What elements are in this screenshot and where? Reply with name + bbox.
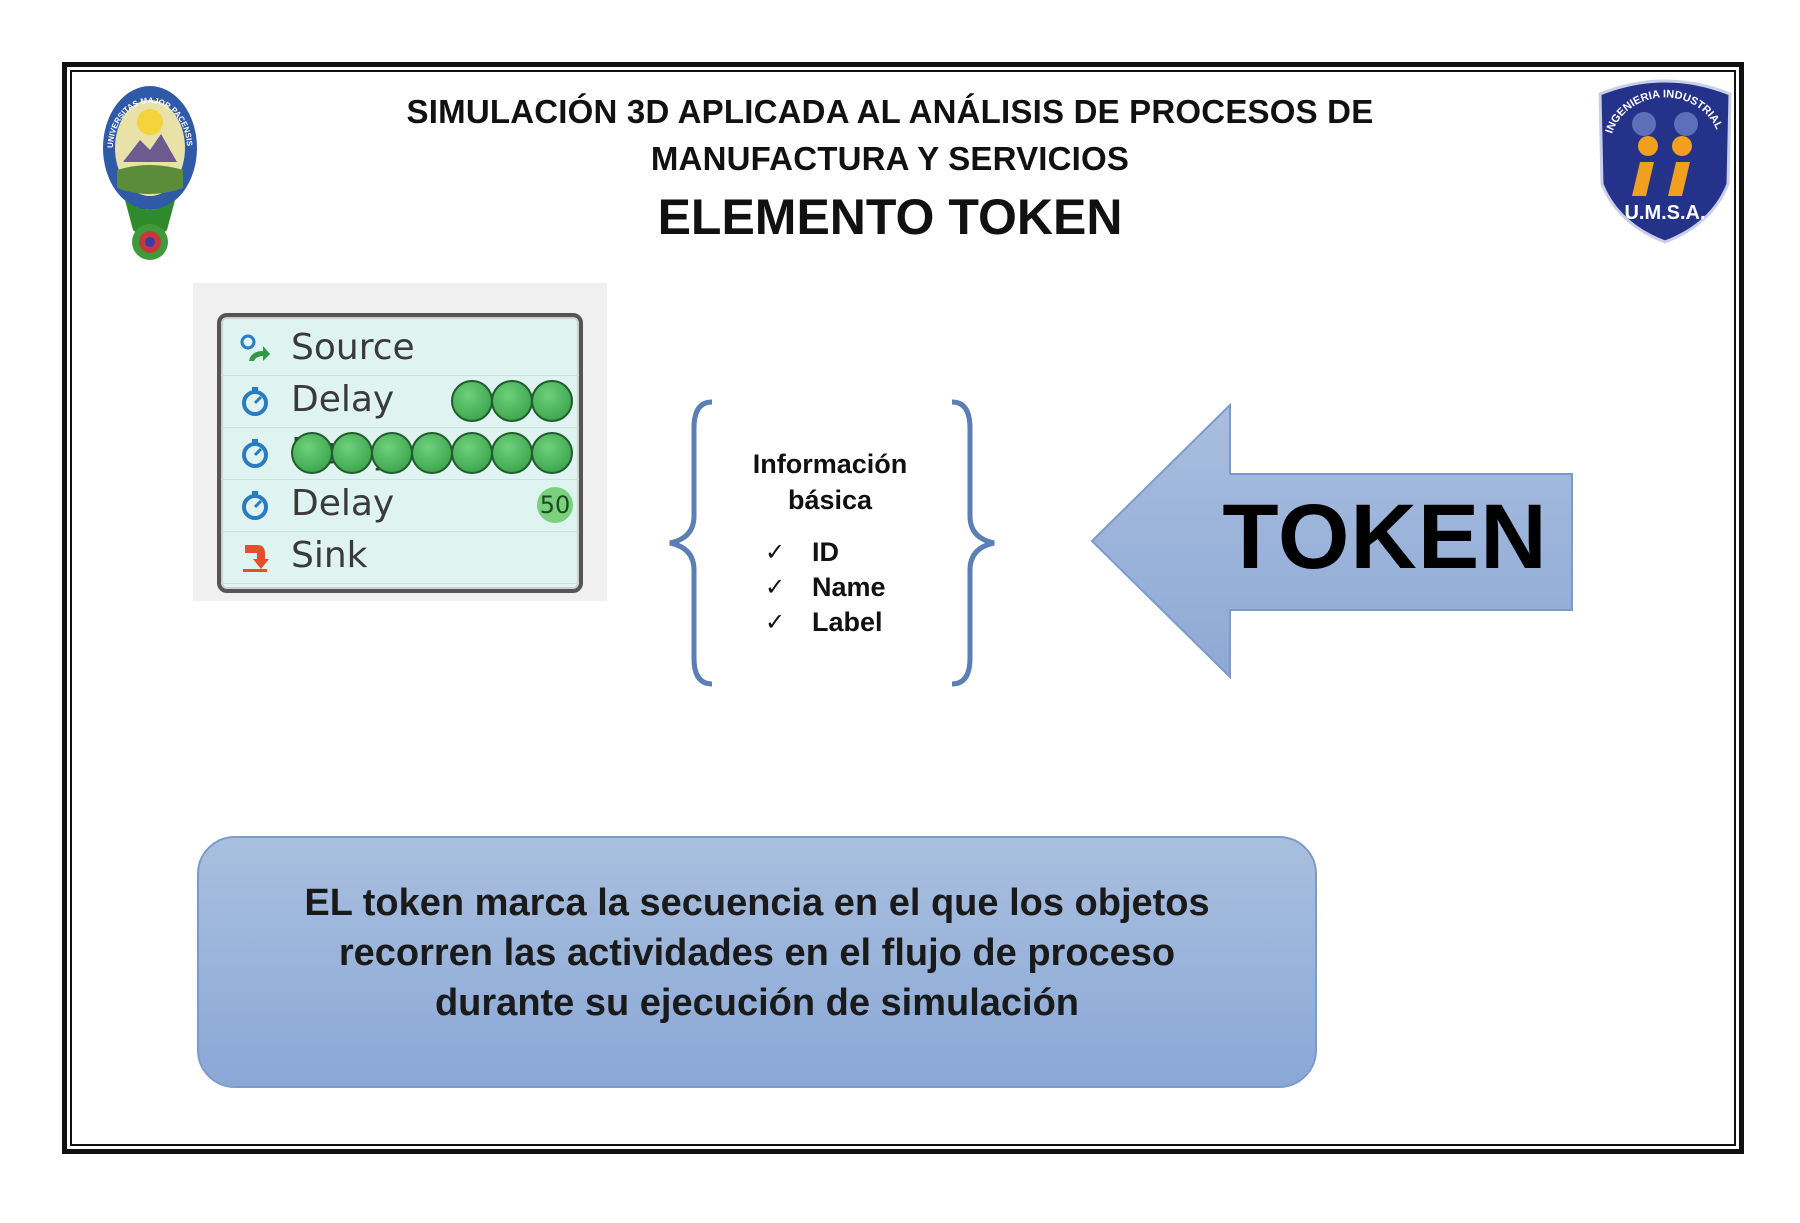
info-list-item: ✓ Name — [765, 570, 965, 605]
stopwatch-icon — [242, 439, 268, 468]
token-count-badge: 50 — [537, 487, 573, 523]
process-flow-box: SourceDelayDelayDelay50Sink — [217, 313, 583, 593]
stopwatch-icon — [242, 491, 268, 520]
token-dot — [411, 432, 453, 474]
stopwatch-icon — [242, 387, 268, 416]
info-heading: Información básica — [720, 446, 940, 518]
token-dot — [451, 380, 493, 422]
token-dot — [531, 432, 573, 474]
info-title-line-1: Información — [752, 449, 908, 479]
left-brace — [669, 399, 713, 687]
flow-row-label: Delay — [291, 483, 395, 524]
info-list: ✓ ID ✓ Name ✓ Label — [765, 535, 965, 640]
left-arrow-shape — [1090, 402, 1573, 680]
source-icon — [240, 334, 270, 361]
info-list-item: ✓ ID — [765, 535, 965, 570]
flow-row-delay: Delay 50 — [221, 479, 579, 532]
definition-line-3: durante su ejecución de simulación — [434, 982, 1080, 1024]
info-item-name: Name — [812, 572, 886, 602]
page-frame-inner — [70, 70, 1736, 1146]
page-title-block: SIMULACIÓN 3D APLICADA AL ANÁLISIS DE PR… — [300, 88, 1480, 250]
token-dot — [531, 380, 573, 422]
token-label: TOKEN — [1222, 486, 1548, 588]
info-title-line-2: básica — [787, 485, 873, 515]
flow-row-label: Delay — [291, 379, 395, 420]
page-title-line-1: SIMULACIÓN 3D APLICADA AL ANÁLISIS DE PR… — [406, 93, 1374, 130]
token-dot — [451, 432, 493, 474]
flow-row-sink: Sink — [221, 531, 579, 584]
definition-callout: EL token marca la secuencia en el que lo… — [197, 836, 1317, 1088]
check-icon: ✓ — [765, 573, 786, 601]
token-dot — [371, 432, 413, 474]
flow-row-delay: Delay — [221, 427, 579, 480]
page-frame-outer — [62, 62, 1744, 1154]
info-list-item: ✓ Label — [765, 605, 965, 640]
ingenieria-industrial-logo: INGENIERIA INDUSTRIAL U.M.S.A. — [1598, 79, 1732, 244]
flow-row-delay: Delay — [221, 375, 579, 428]
flow-row-source: Source — [221, 323, 579, 376]
token-dot — [491, 432, 533, 474]
check-icon: ✓ — [765, 608, 786, 636]
definition-line-2: recorren las actividades en el flujo de … — [338, 932, 1176, 974]
info-item-label: Label — [812, 607, 883, 637]
university-crest-logo: UNIVERSITAS MAJOR PACENSIS DIVI ANDREAE — [95, 70, 197, 260]
token-dot — [331, 432, 373, 474]
info-item-id: ID — [812, 537, 839, 567]
logo-caption: U.M.S.A. — [1624, 202, 1705, 224]
sink-icon — [243, 545, 269, 572]
page-subtitle: ELEMENTO TOKEN — [657, 189, 1123, 245]
page-title-line-2: MANUFACTURA Y SERVICIOS — [650, 140, 1130, 177]
process-flow-screenshot: SourceDelayDelayDelay50Sink — [193, 283, 607, 601]
flow-row-label: Sink — [291, 535, 368, 576]
flow-row-label: Source — [291, 327, 415, 368]
token-dot — [291, 432, 333, 474]
token-dot — [491, 380, 533, 422]
right-brace — [951, 399, 995, 687]
definition-text: EL token marca la secuencia en el que lo… — [199, 878, 1315, 1028]
definition-line-1: EL token marca la secuencia en el que lo… — [304, 882, 1210, 924]
check-icon: ✓ — [765, 538, 786, 566]
